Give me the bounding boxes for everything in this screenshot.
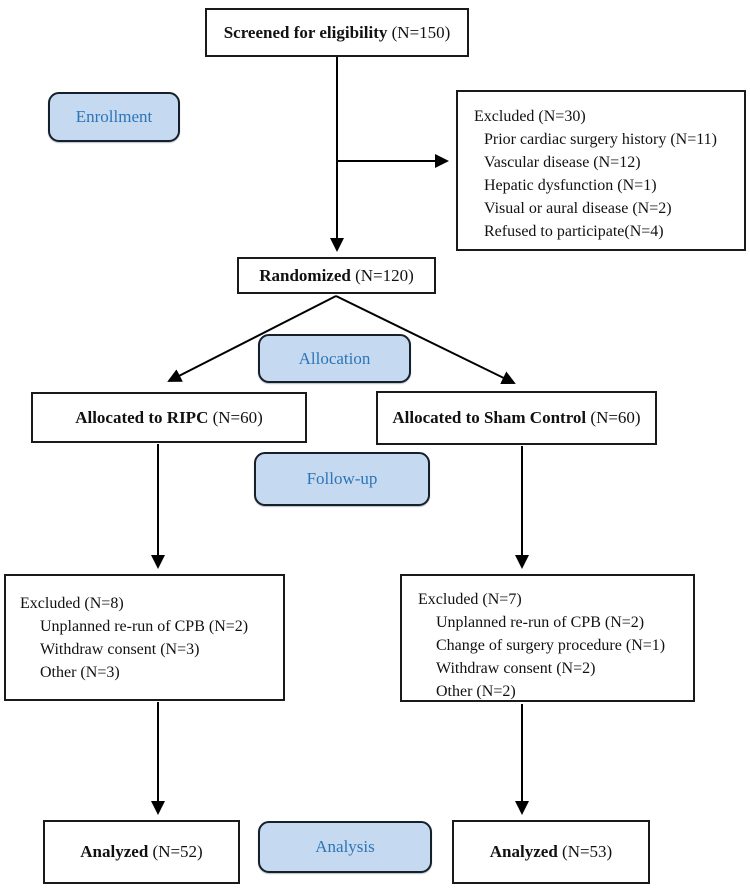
- excluded-item: Other (N=3): [40, 664, 120, 681]
- excluded-item: Vascular disease (N=12): [484, 154, 641, 171]
- screened-label: Screened for eligibility: [223, 22, 388, 42]
- analyzed-ripc-count: (N=52): [148, 842, 203, 861]
- box-screened-text: Screened for eligibility (N=150): [224, 23, 451, 43]
- excluded-sham-label: Excluded: [418, 591, 479, 608]
- stage-label-followup-text: Follow-up: [306, 469, 378, 488]
- allocated-ripc-label: Allocated to RIPC: [75, 407, 209, 427]
- stage-label-enrollment: Enrollment: [48, 92, 180, 142]
- stage-label-followup: Follow-up: [254, 452, 430, 506]
- box-analyzed-ripc: Analyzed (N=52): [43, 820, 240, 884]
- excluded-enrollment-title: Excluded (N=30): [474, 105, 738, 128]
- excluded-item: Visual or aural disease (N=2): [484, 200, 672, 217]
- excluded-ripc-count: (N=8): [80, 595, 124, 612]
- allocated-sham-label: Allocated to Sham Control: [392, 408, 587, 427]
- box-randomized: Randomized (N=120): [237, 257, 436, 294]
- excluded-item: Prior cardiac surgery history (N=11): [484, 131, 717, 148]
- stage-label-allocation: Allocation: [258, 334, 411, 383]
- box-allocated-ripc: Allocated to RIPC (N=60): [31, 392, 307, 443]
- box-excluded-enrollment: Excluded (N=30) Prior cardiac surgery hi…: [456, 90, 746, 251]
- box-randomized-text: Randomized (N=120): [259, 266, 414, 286]
- screened-count: (N=150): [387, 22, 451, 42]
- excluded-sham-title: Excluded (N=7): [418, 588, 689, 611]
- stage-label-allocation-text: Allocation: [298, 348, 371, 368]
- excluded-ripc-label: Excluded: [20, 595, 81, 612]
- analyzed-sham-count: (N=53): [557, 842, 613, 861]
- box-allocated-ripc-text: Allocated to RIPC (N=60): [75, 408, 263, 428]
- arrow-randomized-to-ripc: [167, 295, 337, 382]
- box-analyzed-sham: Analyzed (N=53): [452, 820, 650, 884]
- box-analyzed-ripc-text: Analyzed (N=52): [80, 842, 202, 862]
- allocated-sham-count: (N=60): [586, 408, 641, 427]
- box-excluded-sham: Excluded (N=7) Unplanned re-run of CPB (…: [400, 574, 695, 702]
- excluded-sham-items: Unplanned re-run of CPB (N=2) Change of …: [418, 611, 689, 703]
- analyzed-sham-label: Analyzed: [489, 842, 558, 861]
- box-allocated-sham-text: Allocated to Sham Control (N=60): [392, 408, 640, 428]
- excluded-enrollment-items: Prior cardiac surgery history (N=11) Vas…: [474, 128, 738, 243]
- arrow-randomized-to-sham: [335, 295, 516, 385]
- excluded-item: Unplanned re-run of CPB (N=2): [436, 614, 645, 631]
- excluded-ripc-items: Unplanned re-run of CPB (N=2) Withdraw c…: [20, 615, 279, 684]
- excluded-enrollment-count: (N=30): [534, 108, 586, 125]
- box-excluded-ripc: Excluded (N=8) Unplanned re-run of CPB (…: [4, 574, 285, 701]
- excluded-item: Unplanned re-run of CPB (N=2): [40, 618, 249, 635]
- excluded-item: Withdraw consent (N=3): [40, 641, 200, 658]
- stage-label-analysis-text: Analysis: [315, 837, 375, 856]
- stage-label-enrollment-text: Enrollment: [75, 107, 153, 126]
- randomized-label: Randomized: [259, 265, 351, 285]
- excluded-item: Change of surgery procedure (N=1): [436, 637, 666, 654]
- excluded-item: Other (N=2): [436, 683, 516, 700]
- excluded-item: Withdraw consent (N=2): [436, 660, 596, 677]
- box-screened: Screened for eligibility (N=150): [205, 8, 469, 57]
- excluded-ripc-title: Excluded (N=8): [20, 592, 279, 615]
- box-analyzed-sham-text: Analyzed (N=53): [490, 842, 612, 862]
- box-allocated-sham: Allocated to Sham Control (N=60): [376, 391, 657, 445]
- analyzed-ripc-label: Analyzed: [80, 842, 149, 861]
- excluded-enrollment-label: Excluded: [474, 108, 535, 125]
- stage-label-analysis: Analysis: [258, 821, 432, 873]
- randomized-count: (N=120): [350, 265, 414, 285]
- excluded-sham-count: (N=7): [478, 591, 522, 608]
- excluded-item: Hepatic dysfunction (N=1): [484, 177, 657, 194]
- allocated-ripc-count: (N=60): [208, 407, 263, 427]
- excluded-item: Refused to participate(N=4): [484, 223, 664, 240]
